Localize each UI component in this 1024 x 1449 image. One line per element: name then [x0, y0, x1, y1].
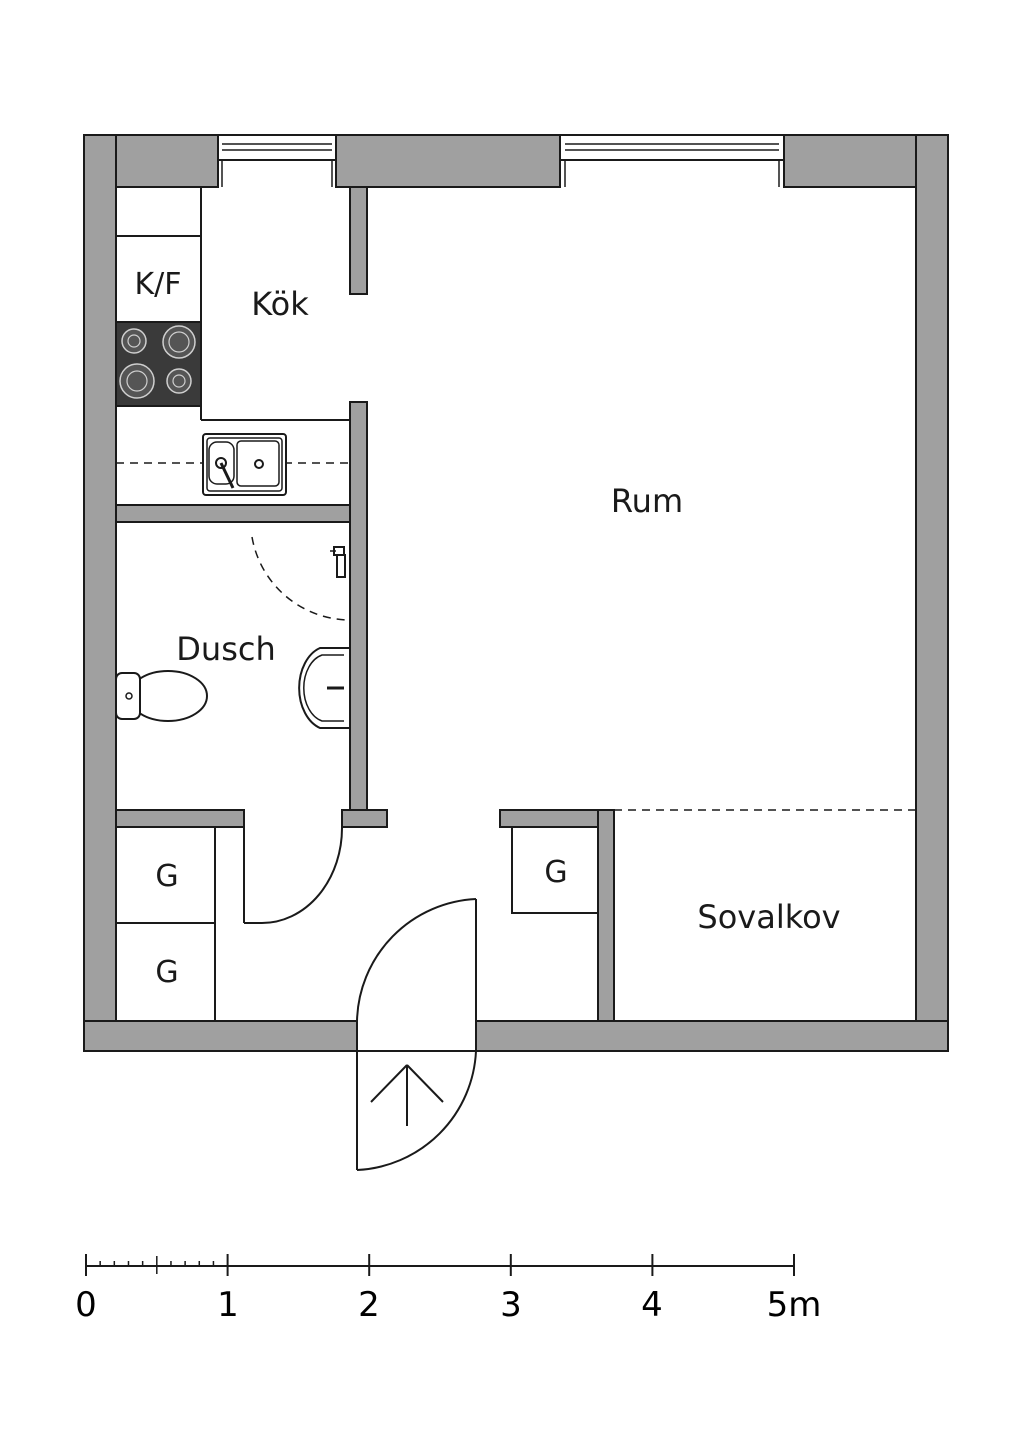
scale-label: 5m — [767, 1285, 822, 1325]
shower-curtain-arc — [251, 536, 351, 621]
window-kitchen — [217, 134, 337, 187]
scale-label: 4 — [641, 1285, 663, 1325]
closet-label: G — [155, 955, 178, 990]
kitchen-counter: K/F — [115, 187, 350, 421]
scale-minor-ticks — [99, 1256, 215, 1274]
kitchen-bath-wall — [349, 401, 368, 811]
interior-walls — [115, 186, 615, 1022]
closet-left-bottom: G — [115, 922, 216, 1022]
room-label-room: Rum — [611, 482, 683, 520]
closet-left-top: G — [115, 826, 216, 924]
sink-icon — [202, 433, 287, 496]
closet-hall: G — [511, 826, 599, 914]
bath-bottom-wall — [115, 809, 245, 828]
hall-wall-top — [499, 809, 615, 828]
room-label-alcove: Sovalkov — [697, 898, 840, 936]
room-label-kitchen: Kök — [251, 285, 309, 323]
fridge-freezer — [115, 235, 202, 323]
bathroom-door[interactable] — [243, 826, 344, 924]
scale-bar: 0 1 2 3 4 5m — [75, 1254, 821, 1325]
wall-bottom-left — [83, 1020, 358, 1052]
fridge-freezer-label: K/F — [134, 267, 181, 302]
wall-left — [83, 134, 117, 1052]
wall-bottom-right — [475, 1020, 949, 1052]
scale-label: 3 — [500, 1285, 522, 1325]
stove-icon — [115, 321, 202, 407]
scale-label: 2 — [358, 1285, 380, 1325]
closet-label: G — [155, 859, 178, 894]
bath-door-jamb — [341, 809, 388, 828]
toilet-icon — [115, 670, 208, 722]
entrance-door[interactable] — [356, 898, 477, 1171]
scale-major-ticks — [85, 1254, 795, 1276]
washbasin-icon — [298, 647, 351, 729]
shower-head-icon — [330, 546, 346, 578]
kitchen-stub-wall — [349, 186, 368, 295]
window-room — [559, 134, 785, 187]
wall-top-middle — [335, 134, 561, 188]
scale-label: 1 — [217, 1285, 239, 1325]
wall-right — [915, 134, 949, 1052]
room-label-shower: Dusch — [176, 630, 275, 668]
kitchen-bath-divider — [115, 504, 351, 523]
alcove-wall — [597, 809, 615, 1022]
arrow-up-icon — [370, 1064, 444, 1126]
closet-label: G — [544, 855, 567, 890]
outer-walls — [83, 134, 949, 1052]
scale-label: 0 — [75, 1285, 97, 1325]
